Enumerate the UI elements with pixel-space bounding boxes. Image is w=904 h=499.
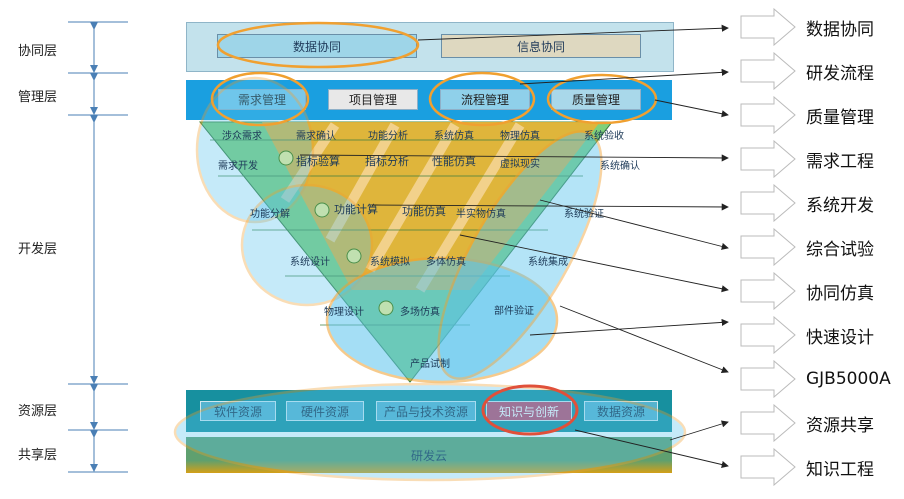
vmodel-label: 系统集成 (528, 257, 568, 268)
hardware-resource-box[interactable]: 硬件资源 (286, 401, 364, 421)
ellipse-knowledge (481, 384, 579, 436)
right-label: 需求工程 (806, 151, 874, 172)
right-label: 研发流程 (806, 63, 874, 84)
vmodel-label: 多体仿真 (426, 257, 466, 268)
process-mgmt-box[interactable]: 流程管理 (440, 89, 530, 110)
vmodel-label: 功能分析 (368, 131, 408, 142)
chevron-arrow-icon (740, 184, 796, 222)
chevron-arrow-icon (740, 52, 796, 90)
vmodel-label: 系统确认 (600, 161, 640, 172)
research-cloud-label: 研发云 (410, 448, 447, 463)
chevron-arrow-icon (740, 404, 796, 442)
vmodel-label: 指标验算 (296, 155, 340, 168)
quality-mgmt-box[interactable]: 质量管理 (551, 89, 641, 110)
layer-label-sharing: 共享层 (18, 448, 58, 463)
ellipse-data-collab (216, 21, 420, 69)
right-label: 系统开发 (806, 195, 874, 216)
vmodel-label: 系统验证 (564, 209, 604, 220)
right-label: GJB5000A (806, 369, 891, 389)
right-label: 知识工程 (806, 459, 874, 480)
chevron-arrow-icon (740, 272, 796, 310)
vmodel-label: 功能计算 (334, 203, 378, 216)
chevron-arrow-icon (740, 360, 796, 398)
vmodel-label: 系统设计 (290, 257, 330, 268)
chevron-arrow-icon (740, 228, 796, 266)
data-collab-box[interactable]: 数据协同 (217, 34, 417, 58)
layer-label-management: 管理层 (18, 90, 58, 105)
chevron-arrow-icon (740, 8, 796, 46)
vmodel-label: 指标分析 (365, 155, 409, 168)
right-label: 数据协同 (806, 19, 874, 40)
right-label-item: 综合试验 (740, 228, 874, 266)
chevron-arrow-icon (740, 96, 796, 134)
vmodel-label: 涉众需求 (222, 131, 262, 142)
layer-label-development: 开发层 (18, 242, 58, 257)
ellipse-rapid-design (325, 256, 559, 384)
requirement-mgmt-box[interactable]: 需求管理 (218, 89, 306, 110)
layer-label-resource: 资源层 (18, 404, 58, 419)
vmodel-label: 性能仿真 (432, 155, 476, 168)
layer-label-collab: 协同层 (18, 44, 58, 59)
vmodel-label: 功能分解 (250, 209, 290, 220)
ellipse-system-development (240, 183, 374, 307)
vmodel-label: 系统模拟 (370, 257, 410, 268)
chevron-arrow-icon (740, 316, 796, 354)
software-resource-box[interactable]: 软件资源 (200, 401, 276, 421)
vmodel-label: 虚拟现实 (500, 159, 540, 170)
right-label: 资源共享 (806, 415, 874, 436)
vmodel-label: 部件验证 (494, 306, 534, 317)
gear-icon (278, 150, 394, 316)
ellipse-resource-sharing (173, 382, 687, 482)
right-label: 综合试验 (806, 239, 874, 260)
v-model-orange-region (262, 122, 600, 290)
project-mgmt-box[interactable]: 项目管理 (328, 89, 418, 110)
right-label-item: 系统开发 (740, 184, 874, 222)
vmodel-label: 需求确认 (296, 131, 336, 142)
chevron-arrow-icon (740, 448, 796, 486)
ellipse-quality-mgmt (546, 73, 658, 125)
vmodel-label: 系统验收 (584, 131, 624, 142)
vmodel-label: 半实物仿真 (456, 209, 506, 220)
right-label-item: 需求工程 (740, 140, 874, 178)
vmodel-label: 物理仿真 (500, 131, 540, 142)
knowledge-innovation-box[interactable]: 知识与创新 (486, 401, 572, 421)
right-label-item: 知识工程 (740, 448, 874, 486)
right-label-item: 质量管理 (740, 96, 874, 134)
right-label-item: 协同仿真 (740, 272, 874, 310)
vmodel-label: 产品试制 (410, 359, 450, 370)
vmodel-label: 物理设计 (324, 307, 364, 318)
vmodel-label: 功能仿真 (402, 205, 446, 218)
cloud-band (186, 437, 672, 473)
ellipse-requirement-mgmt (210, 71, 310, 127)
vmodel-label: 系统仿真 (434, 131, 474, 142)
right-label-item: GJB5000A (740, 360, 891, 398)
right-label-item: 研发流程 (740, 52, 874, 90)
right-label: 快速设计 (806, 327, 874, 348)
ellipse-process-mgmt (428, 71, 536, 127)
ellipse-requirement-engineering (195, 76, 315, 224)
chevron-arrow-icon (740, 140, 796, 178)
vmodel-label: 多场仿真 (400, 307, 440, 318)
right-label: 质量管理 (806, 107, 874, 128)
product-tech-resource-box[interactable]: 产品与技术资源 (376, 401, 476, 421)
right-label-item: 快速设计 (740, 316, 874, 354)
right-label-item: 资源共享 (740, 404, 874, 442)
vmodel-label: 需求开发 (218, 161, 258, 172)
right-label: 协同仿真 (806, 283, 874, 304)
ellipse-integrated-test (437, 130, 603, 380)
data-resource-box[interactable]: 数据资源 (584, 401, 658, 421)
right-label-item: 数据协同 (740, 8, 874, 46)
